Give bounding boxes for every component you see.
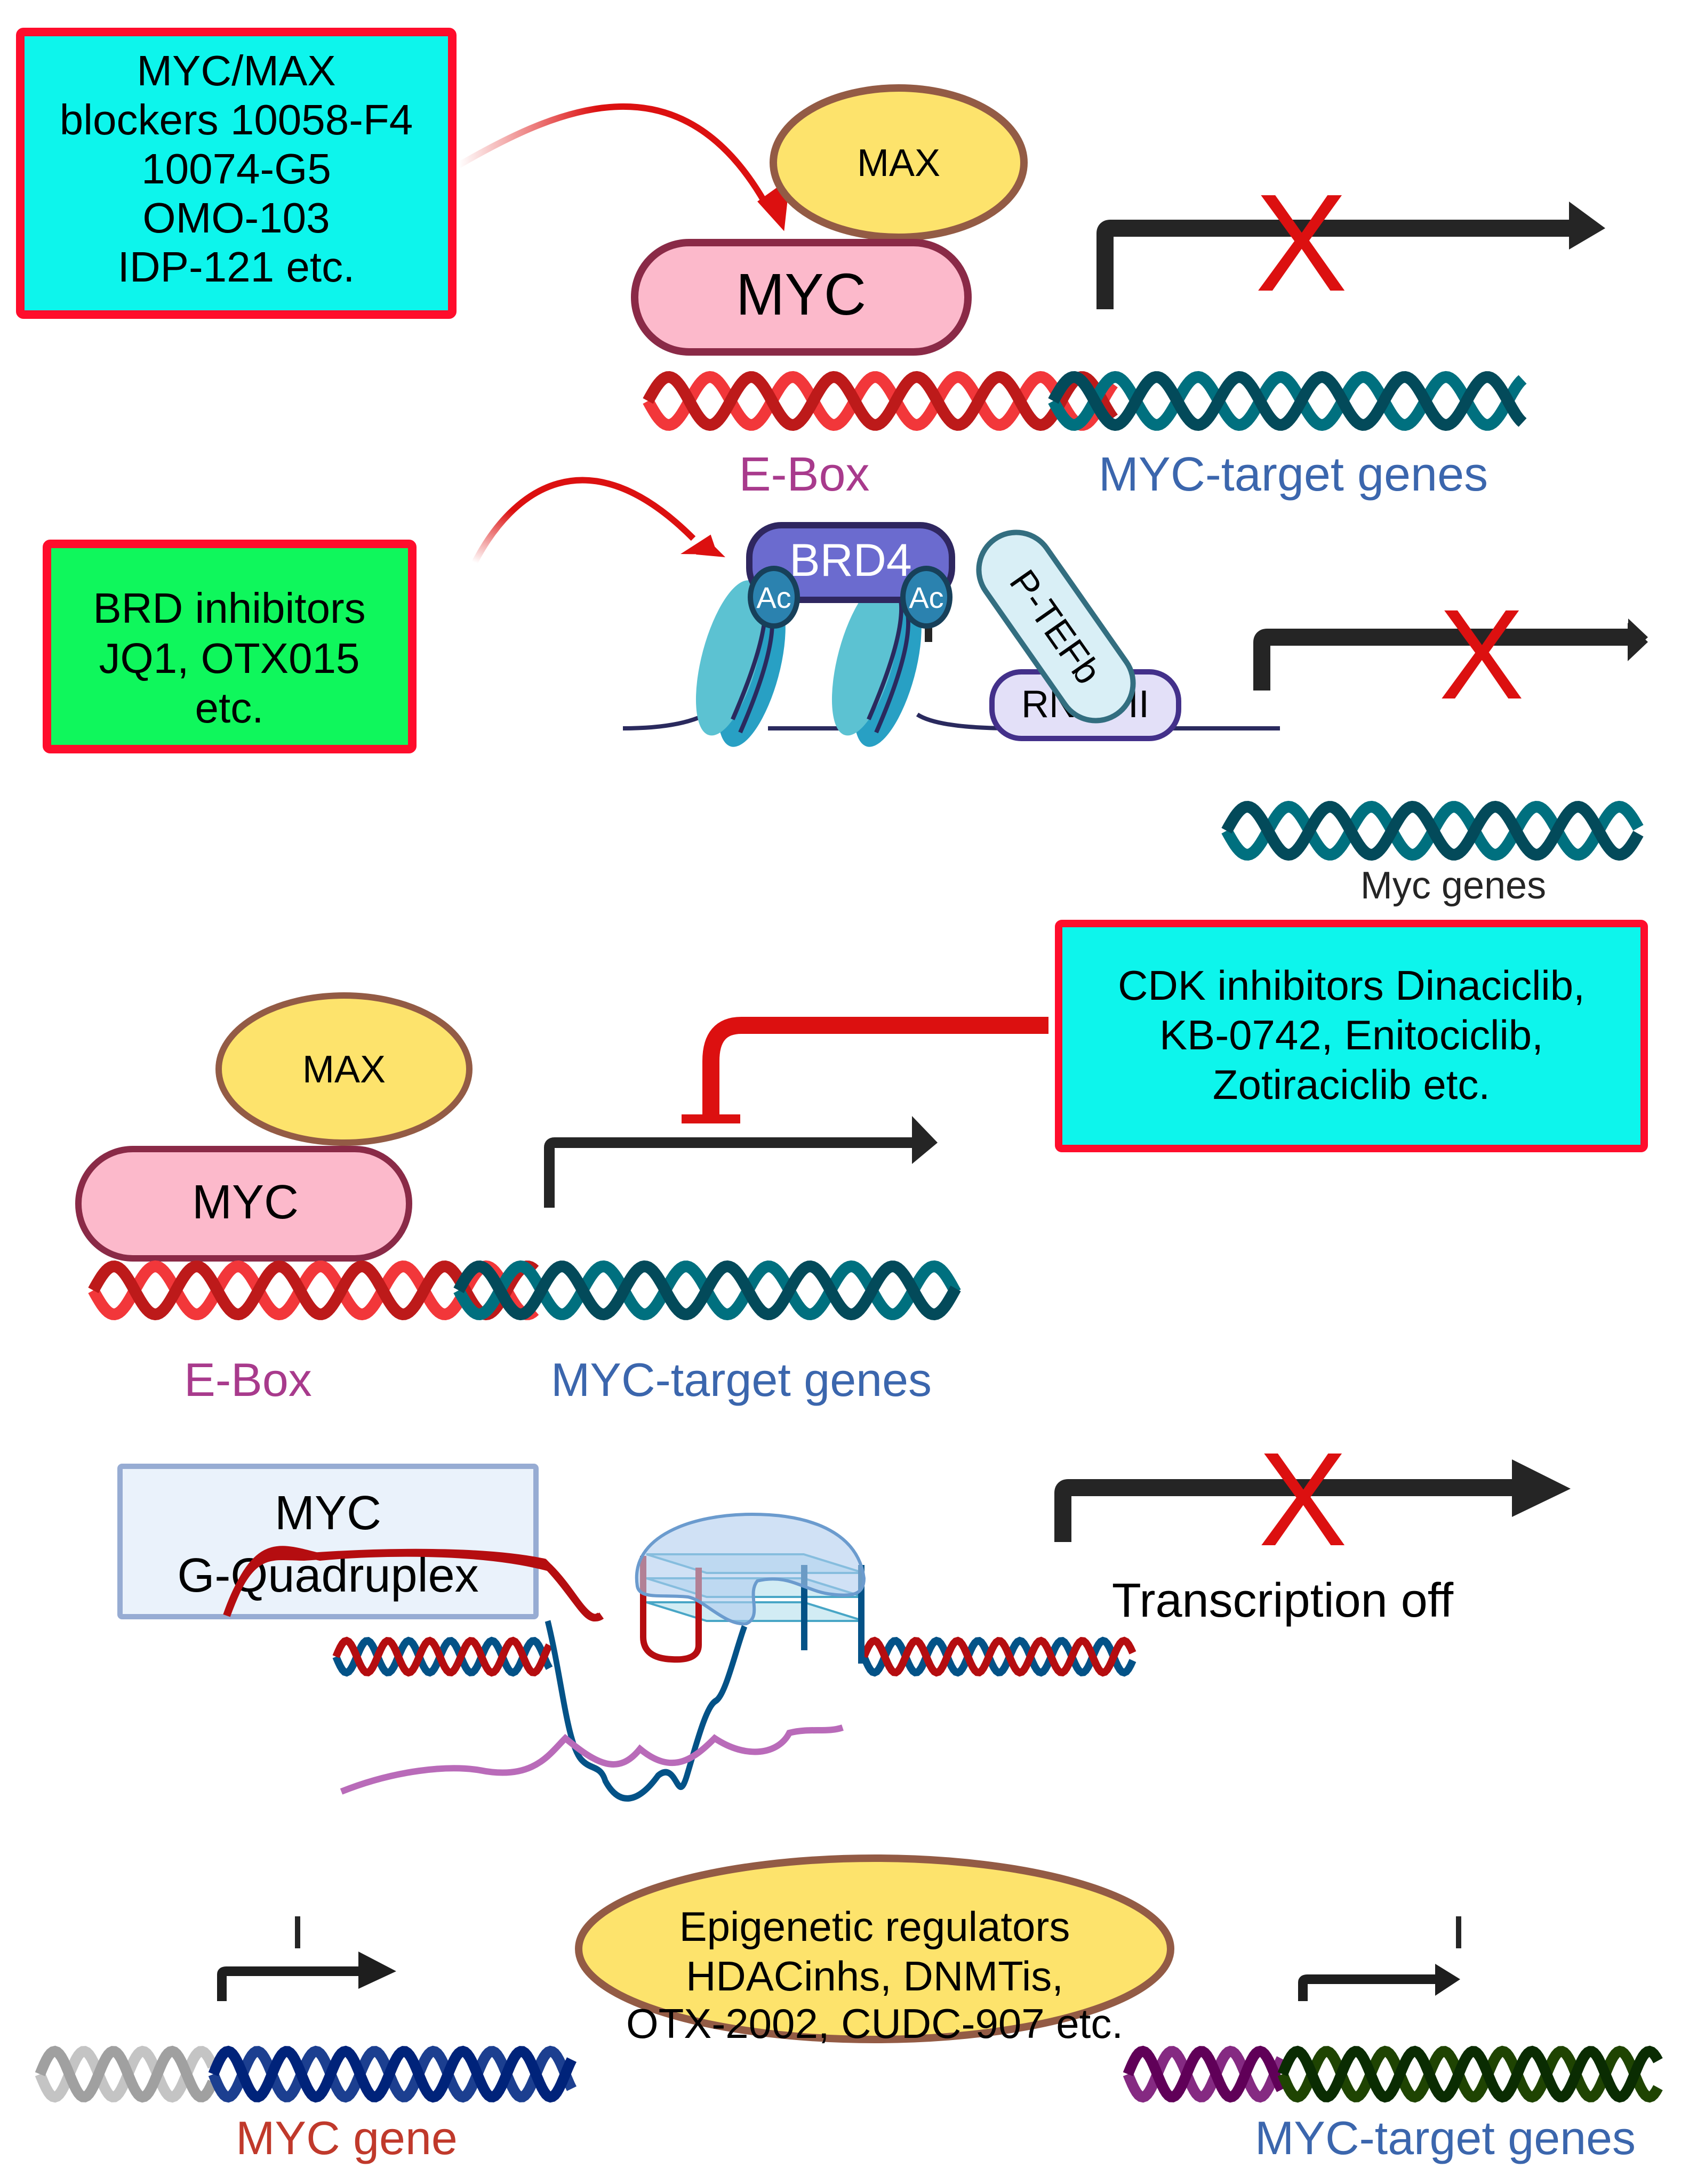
dna-strand bbox=[643, 371, 1118, 431]
dna-helix-myc-gene-upstream bbox=[35, 2045, 218, 2103]
dna-strand bbox=[35, 2045, 218, 2103]
myc-target-genes-label: MYC-target genes bbox=[1099, 448, 1488, 501]
acetyl-mark-2 bbox=[900, 566, 952, 629]
brd-inhibitors-line-2: JQ1, OTX015 bbox=[99, 635, 359, 682]
promoter-arrowhead-icon bbox=[912, 1116, 938, 1164]
promoter-arrowhead-icon bbox=[1569, 202, 1605, 250]
max-label: MAX bbox=[302, 1048, 386, 1091]
g-rich-strand bbox=[223, 1548, 604, 1621]
dna-helix-myc-gene bbox=[208, 2045, 577, 2103]
dna-strand bbox=[860, 1636, 1136, 1677]
myc-max-blockers-line-2: blockers 10058-F4 bbox=[60, 96, 413, 143]
dna-helix-target bbox=[1277, 2045, 1663, 2103]
dna-helix-target bbox=[1048, 371, 1527, 431]
myc-target-genes-label: MYC-target genes bbox=[551, 1353, 932, 1406]
myc-label: MYC bbox=[736, 262, 866, 327]
panel-myc-max-blockers: MYC/MAX blockers 10058-F4 10074-G5 OMO-1… bbox=[16, 28, 1605, 501]
myc-label: MYC bbox=[192, 1176, 299, 1229]
dna-helix-target-upstream bbox=[1123, 2045, 1286, 2103]
max-protein bbox=[770, 84, 1028, 241]
dna-strand bbox=[1048, 371, 1527, 431]
myc-genes-label: Myc genes bbox=[1360, 864, 1546, 907]
ebox-label: E-Box bbox=[184, 1353, 312, 1406]
panel-epigenetic-regulators: Epigenetic regulators HDACinhs, DNMTis, … bbox=[35, 1854, 1663, 2164]
promoter-arrowhead-icon bbox=[358, 1952, 396, 1989]
promoter-arrow bbox=[1096, 220, 1569, 309]
epigenetic-regulators-oval bbox=[575, 1854, 1174, 2043]
panel-g-quadruplex: MYC G-Quadruplex X Transcription off bbox=[117, 1425, 1571, 1802]
epigenetic-line-2: HDACinhs, DNMTis, bbox=[686, 1953, 1063, 2000]
max-protein bbox=[215, 992, 473, 1146]
dna-strand bbox=[1048, 371, 1527, 431]
dna-strand bbox=[1123, 2045, 1286, 2103]
dna-strand bbox=[1277, 2045, 1663, 2103]
max-label: MAX bbox=[857, 142, 940, 184]
myc-target-genes-label: MYC-target genes bbox=[1255, 2111, 1636, 2164]
blocked-x-mark: X bbox=[1259, 1425, 1348, 1573]
arrowhead-icon bbox=[696, 539, 725, 557]
promoter-arrow bbox=[1054, 1479, 1512, 1542]
acetyl-mark-1 bbox=[748, 566, 800, 629]
curved-arrow-to-myc bbox=[457, 103, 771, 210]
panel-brd-inhibitors: BRD inhibitors JQ1, OTX015 etc. BRD4 Ac … bbox=[43, 477, 1648, 907]
cdk-inhibitors-line-1: CDK inhibitors Dinaciclib, bbox=[1118, 962, 1585, 1009]
dna-strand bbox=[453, 1260, 961, 1321]
dna-helix-myc-genes bbox=[1221, 800, 1644, 861]
dna-strand bbox=[332, 1636, 553, 1677]
acetyl-label-1: Ac bbox=[756, 581, 791, 614]
dna-strand bbox=[1277, 2045, 1663, 2103]
brd4-label: BRD4 bbox=[789, 535, 911, 586]
inhibition-bar-right bbox=[1456, 1916, 1461, 1948]
myc-gene-promoter-arrow bbox=[217, 1966, 358, 2001]
g-quadruplex-ligand bbox=[635, 1512, 866, 1626]
myc-gene-label: MYC gene bbox=[236, 2111, 458, 2164]
brd-inhibitors-line-3: etc. bbox=[195, 684, 264, 732]
dna-strand bbox=[643, 371, 1118, 431]
promoter-arrow bbox=[1253, 629, 1628, 690]
dna-helix-target bbox=[453, 1260, 961, 1321]
inhibition-bar-left bbox=[295, 1916, 300, 1948]
cdk-inhibitors-line-2: KB-0742, Enitociclib, bbox=[1159, 1011, 1543, 1058]
dna-strand bbox=[332, 1636, 553, 1677]
dna-helix-right bbox=[860, 1636, 1136, 1677]
brd-inhibitors-box bbox=[43, 540, 417, 753]
target-genes-promoter-arrow bbox=[1298, 1974, 1435, 2001]
myc-max-blockers-line-3: 10074-G5 bbox=[141, 145, 331, 192]
g-quadruplex-line-1: MYC bbox=[275, 1487, 381, 1540]
blocked-x-mark: X bbox=[1439, 583, 1524, 726]
myc-max-blockers-box bbox=[16, 28, 457, 319]
epigenetic-line-3: OTX-2002, CUDC-907 etc. bbox=[626, 2000, 1123, 2047]
dna-strand bbox=[208, 2045, 577, 2103]
transcription-off-label: Transcription off bbox=[1112, 1574, 1454, 1627]
dna-strand bbox=[1221, 800, 1644, 861]
curved-arrow-to-brd4 bbox=[471, 477, 696, 564]
acetyl-label-2: Ac bbox=[909, 581, 943, 614]
epigenetic-line-1: Epigenetic regulators bbox=[679, 1903, 1070, 1950]
ebox-label: E-Box bbox=[739, 448, 869, 501]
blocked-x-mark: X bbox=[1255, 166, 1347, 320]
inhibition-line bbox=[702, 1017, 1048, 1119]
myc-protein bbox=[631, 239, 972, 356]
myc-max-blockers-line-5: IDP-121 etc. bbox=[118, 243, 355, 291]
inhibition-bar bbox=[682, 1114, 740, 1123]
myc-max-blockers-line-1: MYC/MAX bbox=[137, 47, 335, 94]
cdk-inhibitors-line-3: Zotiraciclib etc. bbox=[1213, 1061, 1490, 1108]
rna-strand bbox=[340, 1724, 844, 1795]
myc-protein bbox=[75, 1146, 412, 1262]
cdk-inhibitors-box bbox=[1055, 920, 1648, 1152]
dna-helix-left bbox=[332, 1636, 553, 1677]
promoter-arrow bbox=[544, 1137, 912, 1208]
brd-inhibitors-line-1: BRD inhibitors bbox=[93, 584, 365, 632]
promoter-arrowhead-icon bbox=[1512, 1459, 1571, 1517]
promoter-arrowhead-icon bbox=[1628, 623, 1648, 661]
myc-max-blockers-line-4: OMO-103 bbox=[142, 194, 330, 242]
promoter-arrowhead-icon bbox=[1435, 1964, 1460, 1996]
dna-strand bbox=[860, 1636, 1136, 1677]
dna-strand bbox=[1123, 2045, 1286, 2103]
panel-cdk-inhibitors: CDK inhibitors Dinaciclib, KB-0742, Enit… bbox=[75, 920, 1648, 1406]
dna-helix-ebox bbox=[643, 371, 1118, 431]
brd4-protein bbox=[746, 522, 955, 603]
g-quadruplex-box bbox=[117, 1464, 539, 1619]
